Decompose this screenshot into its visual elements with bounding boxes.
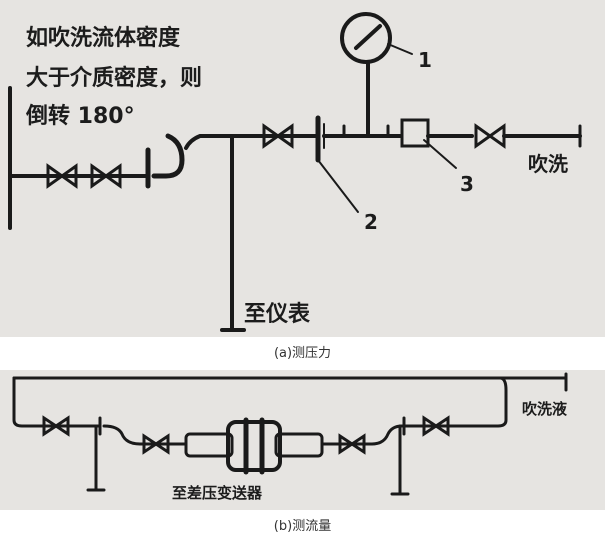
right-impulse-valve — [338, 433, 366, 455]
purge-liquid-label: 吹洗液 — [522, 400, 568, 418]
flow-diagram — [12, 372, 568, 496]
caption-flow: (b)测流量 — [273, 519, 332, 534]
dp-transmitter-icon — [184, 417, 324, 475]
left-block-valve — [46, 163, 122, 189]
right-purge-valve — [422, 415, 450, 437]
caption-pressure: (a)测压力 — [273, 346, 332, 361]
purge-valve — [474, 123, 506, 149]
density-note-line-2: 大于介质密度，则 — [26, 66, 203, 91]
density-note-line-1: 如吹洗流体密度 — [26, 26, 181, 51]
flow-diagram-panel: 吹洗液 至差压变送器 — [0, 370, 605, 510]
pressure-diagram — [8, 12, 582, 332]
purge-header — [12, 376, 102, 428]
purge-label: 吹洗 — [528, 152, 568, 176]
density-note-line-3: 倒转 180° — [26, 104, 135, 129]
to-dp-transmitter-label: 至差压变送器 — [172, 484, 263, 502]
rotatable-bend — [151, 133, 185, 179]
left-purge-valve — [42, 415, 70, 437]
instrument-valve — [262, 123, 294, 149]
callout-1: 1 — [418, 48, 432, 72]
to-instrument-label: 至仪表 — [244, 302, 311, 327]
pressure-diagram-panel: 如吹洗流体密度 大于介质密度，则 倒转 180° 1 2 3 吹洗 至仪表 — [0, 0, 605, 337]
callout-2: 2 — [364, 210, 378, 234]
left-impulse-valve — [142, 433, 170, 455]
callout-3: 3 — [460, 172, 474, 196]
pressure-gauge-icon — [340, 12, 392, 64]
flow-regulator-box — [400, 118, 430, 148]
